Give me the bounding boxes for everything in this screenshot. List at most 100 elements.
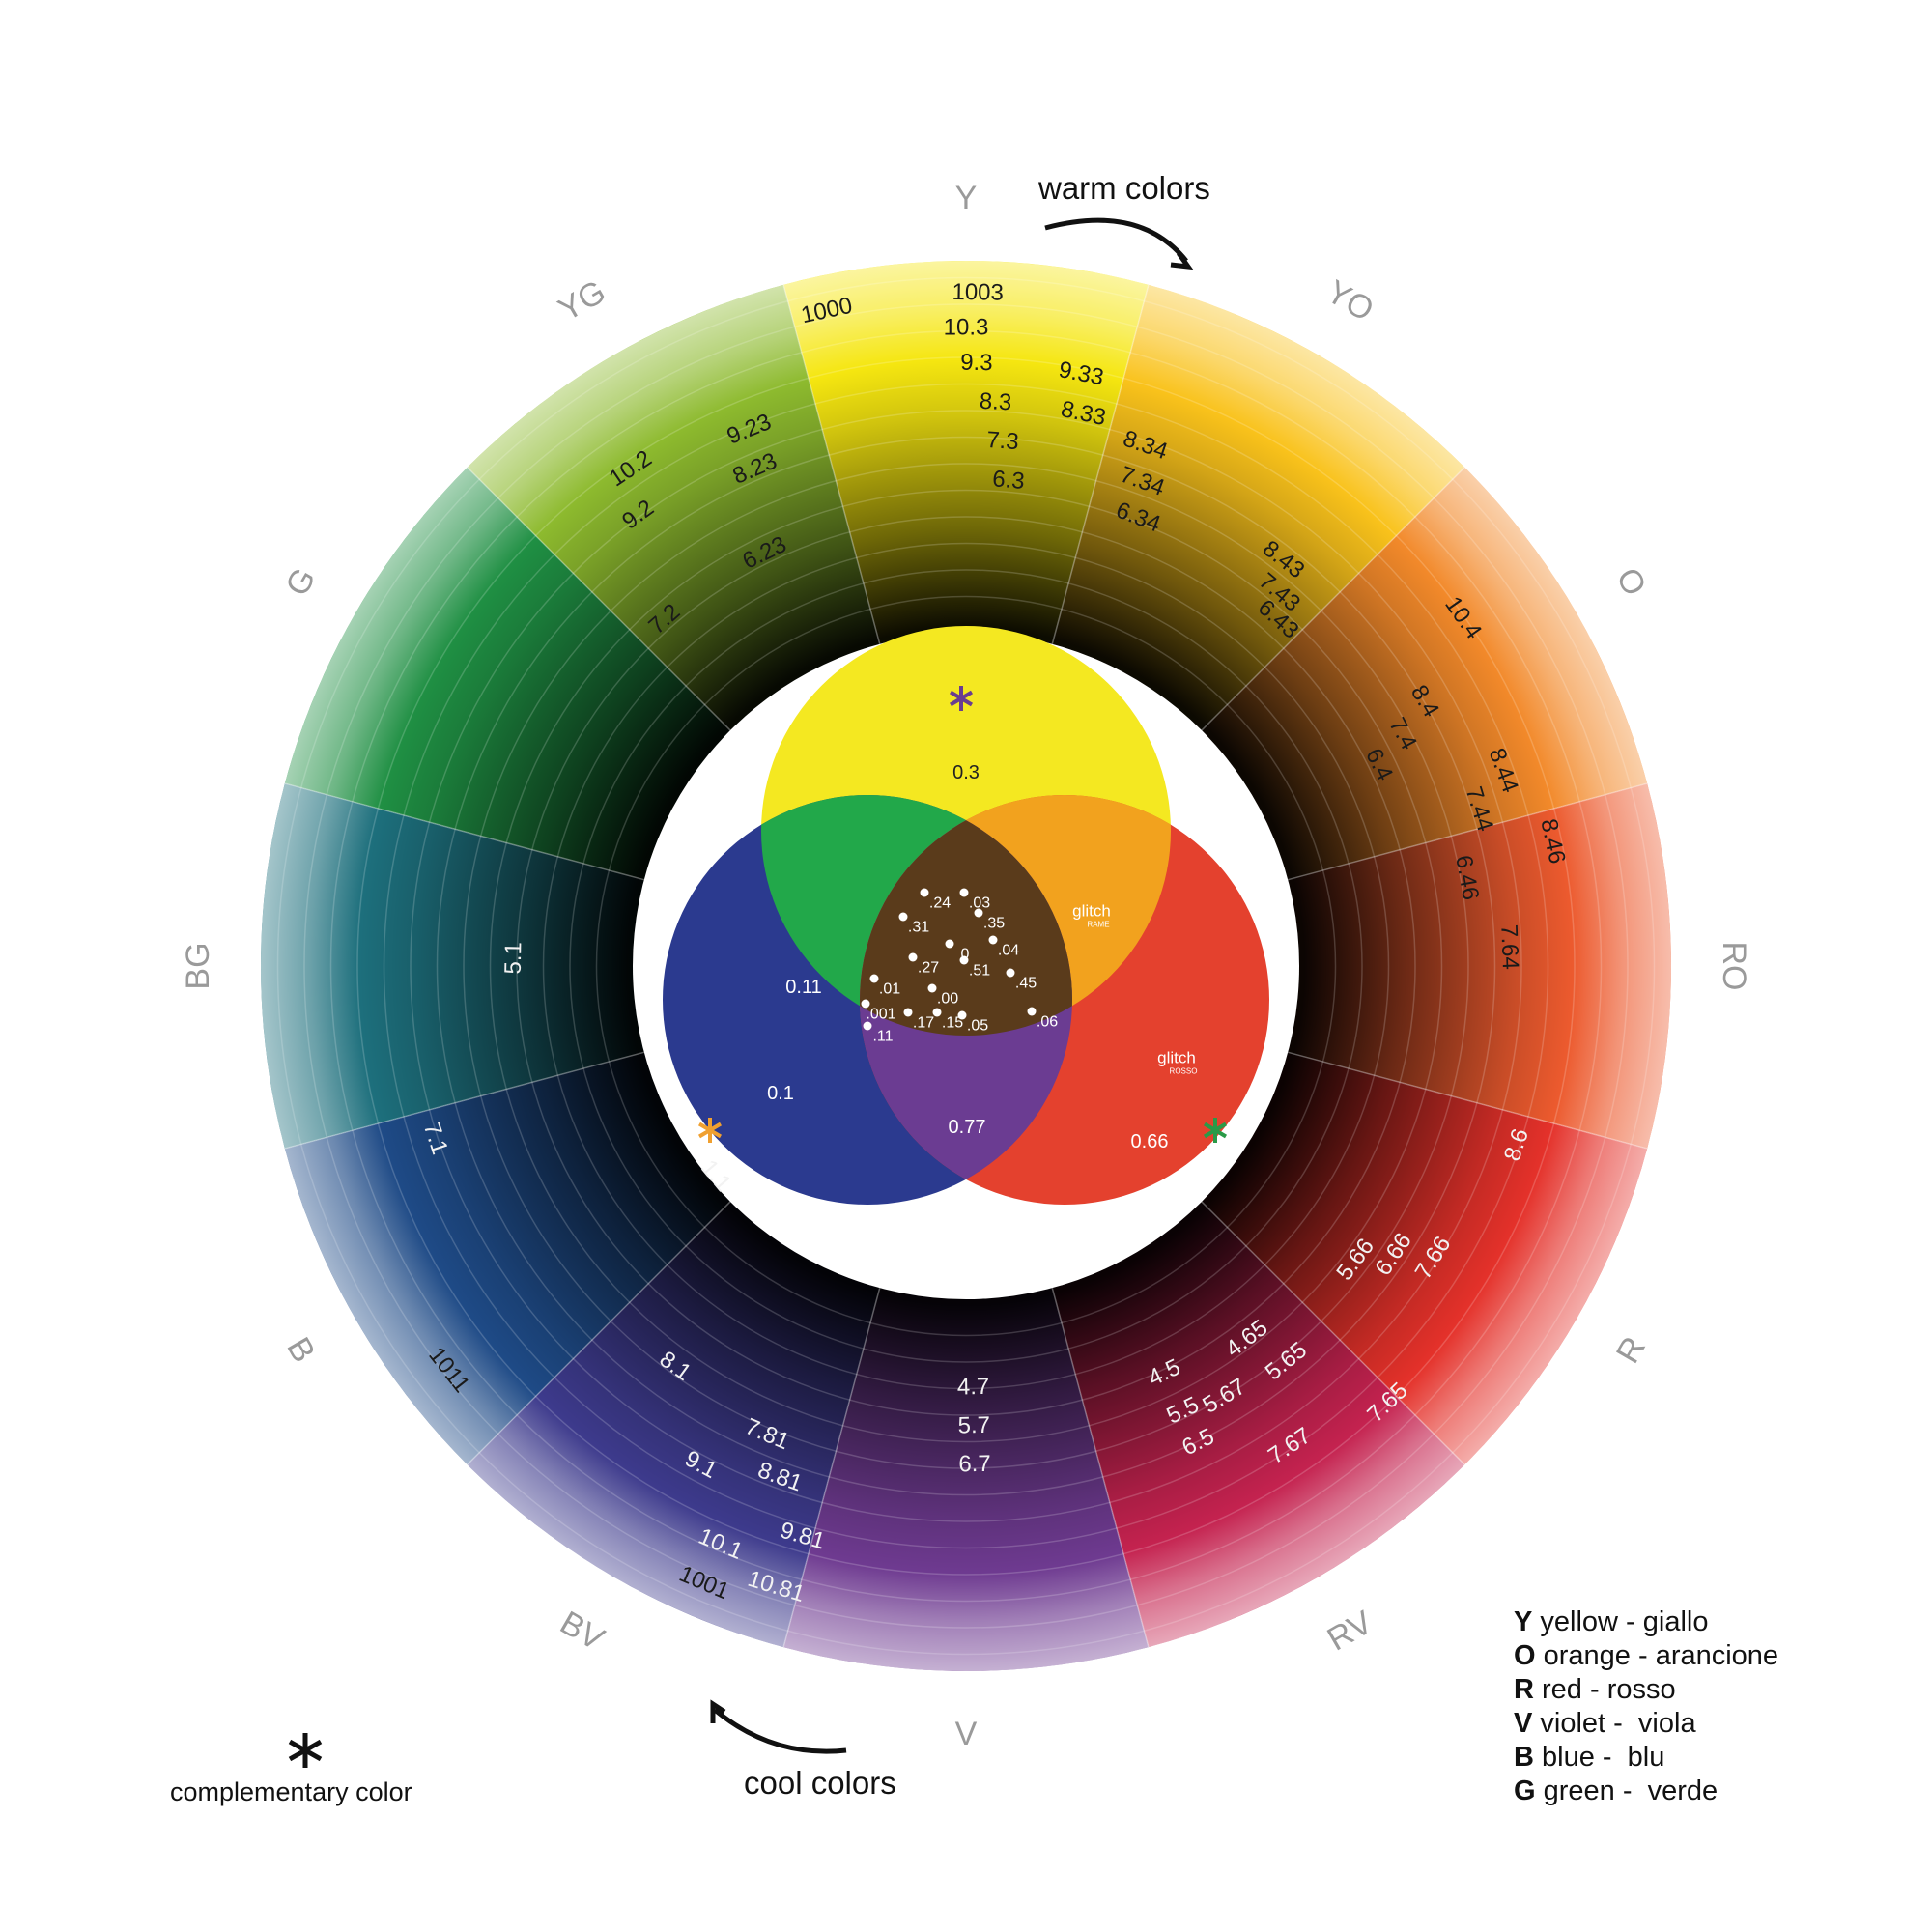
wheel-value-label: 4.7 xyxy=(957,1374,990,1401)
center-value-dot xyxy=(898,912,908,922)
venn-blue-value: 0.1 xyxy=(767,1083,794,1104)
center-value-label: 0 xyxy=(961,947,970,963)
sector-divider xyxy=(467,1201,731,1465)
center-value-label: .15 xyxy=(942,1015,963,1032)
center-value-dot xyxy=(932,1008,942,1017)
venn-green-value: 0.11 xyxy=(785,977,821,998)
legend-text: orange - arancione xyxy=(1535,1640,1779,1671)
legend-text: yellow - giallo xyxy=(1532,1606,1709,1637)
wheel-value-label: 7.3 xyxy=(985,427,1019,455)
center-value-label: .00 xyxy=(937,991,958,1008)
center-value-label: .31 xyxy=(908,920,929,936)
ring-line xyxy=(329,329,1603,1603)
legend-code: Y xyxy=(1514,1606,1533,1637)
venn-violet-value: 0.77 xyxy=(949,1117,986,1138)
center-value-label: .45 xyxy=(1015,976,1037,992)
venn-center-overlap xyxy=(860,795,1072,1036)
center-value-label: .51 xyxy=(969,963,990,980)
ring-line xyxy=(303,303,1629,1629)
legend-code: G xyxy=(1514,1776,1536,1806)
cool-arrow xyxy=(713,1708,847,1754)
legend-text: red - rosso xyxy=(1533,1674,1676,1705)
center-value-label: .001 xyxy=(866,1007,895,1023)
sector-divider xyxy=(467,467,731,731)
legend-row: G green - verde xyxy=(1514,1775,1778,1808)
brand-rame-sub: RAME xyxy=(1087,921,1109,929)
center-value-label: .06 xyxy=(1037,1014,1058,1031)
legend-row: B blue - blu xyxy=(1514,1741,1778,1775)
center-value-dot xyxy=(1027,1007,1037,1016)
legend-text: green - verde xyxy=(1535,1776,1719,1806)
center-value-dot xyxy=(920,888,929,897)
wheel-value-label: 6.7 xyxy=(958,1451,991,1478)
wheel-value-label: 10.3 xyxy=(944,315,989,341)
complementary-star-icon xyxy=(697,1118,723,1143)
center-value-label: .24 xyxy=(929,895,951,912)
center-value-dot xyxy=(861,999,870,1009)
center-value-dot xyxy=(1006,968,1015,978)
wheel-value-label: 9.3 xyxy=(960,350,993,377)
sector-label-ro: RO xyxy=(1716,942,1752,991)
center-value-dot xyxy=(908,952,918,962)
sector-label-bg: BG xyxy=(180,942,216,989)
sector-divider xyxy=(1201,1201,1465,1465)
sector-label-y: Y xyxy=(955,180,978,216)
wheel-value-label: 8.3 xyxy=(979,388,1012,416)
legend-code: R xyxy=(1514,1674,1534,1705)
wheel-value-label: 1003 xyxy=(952,279,1004,306)
complementary-star-icon xyxy=(949,686,974,711)
sector-divider xyxy=(1201,467,1465,731)
complementary-color-label: complementary color xyxy=(170,1777,412,1806)
complementary-star-icon xyxy=(288,1733,323,1768)
center-value-dot xyxy=(945,939,954,949)
legend-row: O orange - arancione xyxy=(1514,1639,1778,1673)
ring-line xyxy=(463,463,1469,1469)
legend-code: V xyxy=(1514,1708,1533,1739)
sector-divider xyxy=(782,284,881,644)
sector-divider xyxy=(1051,1288,1150,1648)
ring-line xyxy=(489,489,1443,1443)
legend-text: violet - viola xyxy=(1532,1708,1696,1739)
ring-line xyxy=(516,516,1416,1416)
center-value-label: .04 xyxy=(998,943,1019,959)
sector-divider xyxy=(1288,1051,1648,1150)
venn-red-value: 0.66 xyxy=(1131,1131,1169,1152)
center-value-label: .17 xyxy=(913,1015,934,1032)
center-value-dot xyxy=(903,1008,913,1017)
venn-labels: 0.30.10.660.110.77glitchRAMEglitchROSSO.… xyxy=(697,686,1228,1152)
center-value-dot xyxy=(863,1021,872,1031)
ring-line xyxy=(356,356,1576,1576)
sector-label-r: R xyxy=(1609,1330,1653,1369)
center-value-label: .05 xyxy=(967,1018,988,1035)
brand-rame-logo: glitch xyxy=(1072,902,1111,921)
cool-colors-label: cool colors xyxy=(744,1765,896,1801)
legend-code: B xyxy=(1514,1742,1534,1773)
sector-divider xyxy=(1051,284,1150,644)
center-value-label: .01 xyxy=(879,981,900,998)
center-value-label: .03 xyxy=(969,895,990,912)
center-value-dot xyxy=(959,888,969,897)
ring-line xyxy=(569,569,1363,1363)
warm-colors-label: warm colors xyxy=(1038,170,1210,206)
ring-line xyxy=(595,595,1337,1337)
wheel-value-label: 6.3 xyxy=(991,466,1026,495)
center-value-label: .11 xyxy=(872,1029,893,1045)
sector-label-rv: RV xyxy=(1321,1604,1379,1658)
legend-text: blue - blu xyxy=(1533,1742,1665,1773)
center-value-dot xyxy=(957,1010,967,1020)
wheel-value-label: 5.1 xyxy=(500,942,527,975)
ring-line xyxy=(383,383,1549,1549)
ring-lines xyxy=(276,276,1656,1656)
sector-label-yg: YG xyxy=(553,273,612,328)
ring-line xyxy=(410,410,1522,1522)
legend-row: Y yellow - giallo xyxy=(1514,1605,1778,1639)
center-value-dot xyxy=(959,955,969,965)
wheel-value-label: 7.64 xyxy=(1495,924,1523,971)
sector-label-bv: BV xyxy=(554,1605,611,1659)
warm-arrow xyxy=(1044,217,1188,263)
sector-divider xyxy=(782,1288,881,1648)
venn-yellow-value: 0.3 xyxy=(952,762,980,783)
color-legend: Y yellow - giallo O orange - arancione R… xyxy=(1514,1605,1778,1808)
ring-line xyxy=(542,542,1390,1390)
